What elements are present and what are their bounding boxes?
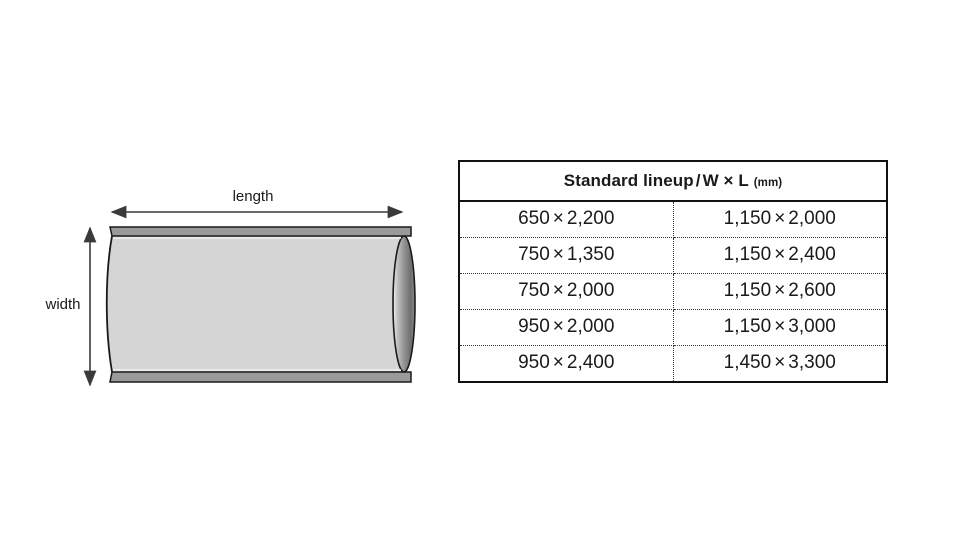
table-cell-right: 1,450×3,300 (673, 346, 886, 382)
cell-length-value: 2,400 (788, 244, 836, 265)
product-diagram: length width (0, 0, 450, 540)
cell-length-value: 2,000 (788, 208, 836, 229)
times-icon: × (774, 244, 786, 265)
cylinder-top-band (109, 226, 412, 237)
cell-width-value: 750 (518, 280, 550, 301)
title-unit: (mm) (753, 177, 783, 189)
width-label: width (44, 296, 80, 313)
times-icon: × (774, 280, 786, 301)
cell-length-value: 2,400 (566, 352, 615, 373)
times-icon: × (552, 244, 564, 265)
table-cell-right: 1,150×3,000 (673, 309, 886, 346)
cell-length-value: 3,300 (788, 352, 836, 373)
table-cell-left: 650×2,200 (460, 200, 674, 238)
cell-length-value: 2,600 (788, 280, 836, 301)
cylinder-left-edge (105, 235, 113, 373)
cell-width-value: 950 (518, 316, 550, 337)
cell-width-value: 1,450 (723, 352, 772, 373)
cell-length-value: 2,200 (566, 208, 615, 229)
cell-length-value: 3,000 (788, 316, 836, 337)
table-cell-right: 1,150×2,400 (673, 237, 886, 274)
cell-length-value: 2,000 (566, 280, 615, 301)
times-icon: × (552, 208, 564, 229)
length-label: length (233, 188, 274, 205)
table-cell-left: 950×2,400 (460, 345, 674, 381)
cell-width-value: 1,150 (723, 280, 772, 301)
times-icon: × (552, 316, 564, 337)
cell-width-value: 650 (518, 208, 550, 229)
spec-table-head: Standard lineup/W × L (mm) (460, 162, 886, 202)
rolled-sheet-diagram-svg: length width (44, 188, 416, 387)
cell-width-value: 950 (518, 352, 550, 373)
cylinder-body-fill (106, 236, 404, 372)
times-icon: × (552, 280, 564, 301)
title-l: L (738, 171, 749, 190)
times-icon: × (774, 352, 786, 373)
cell-width-value: 1,150 (723, 316, 772, 337)
table-cell-right: 1,150×2,600 (673, 273, 886, 310)
title-separator: / (695, 171, 701, 190)
spec-table-header-row: Standard lineup/W × L (mm) (460, 162, 886, 202)
table-cell-right: 1,150×2,000 (673, 200, 886, 238)
table-cell-left: 750×1,350 (460, 237, 674, 274)
times-icon: × (552, 352, 564, 373)
times-icon: × (774, 208, 786, 229)
title-main: Standard lineup (563, 171, 694, 190)
times-icon: × (774, 316, 786, 337)
title-times-icon: × (723, 171, 734, 190)
cell-width-value: 750 (518, 244, 550, 265)
cylinder-end-cap (392, 235, 416, 373)
table-cell-left: 750×2,000 (460, 273, 674, 310)
cell-width-value: 1,150 (723, 208, 772, 229)
cell-length-value: 1,350 (566, 244, 615, 265)
cell-width-value: 1,150 (723, 244, 772, 265)
table-cell-left: 950×2,000 (460, 309, 674, 346)
cylinder-bottom-band (109, 371, 412, 383)
title-w: W (702, 171, 719, 190)
spec-table-title: Standard lineup/W × L (mm) (460, 162, 886, 202)
cell-length-value: 2,000 (566, 316, 615, 337)
